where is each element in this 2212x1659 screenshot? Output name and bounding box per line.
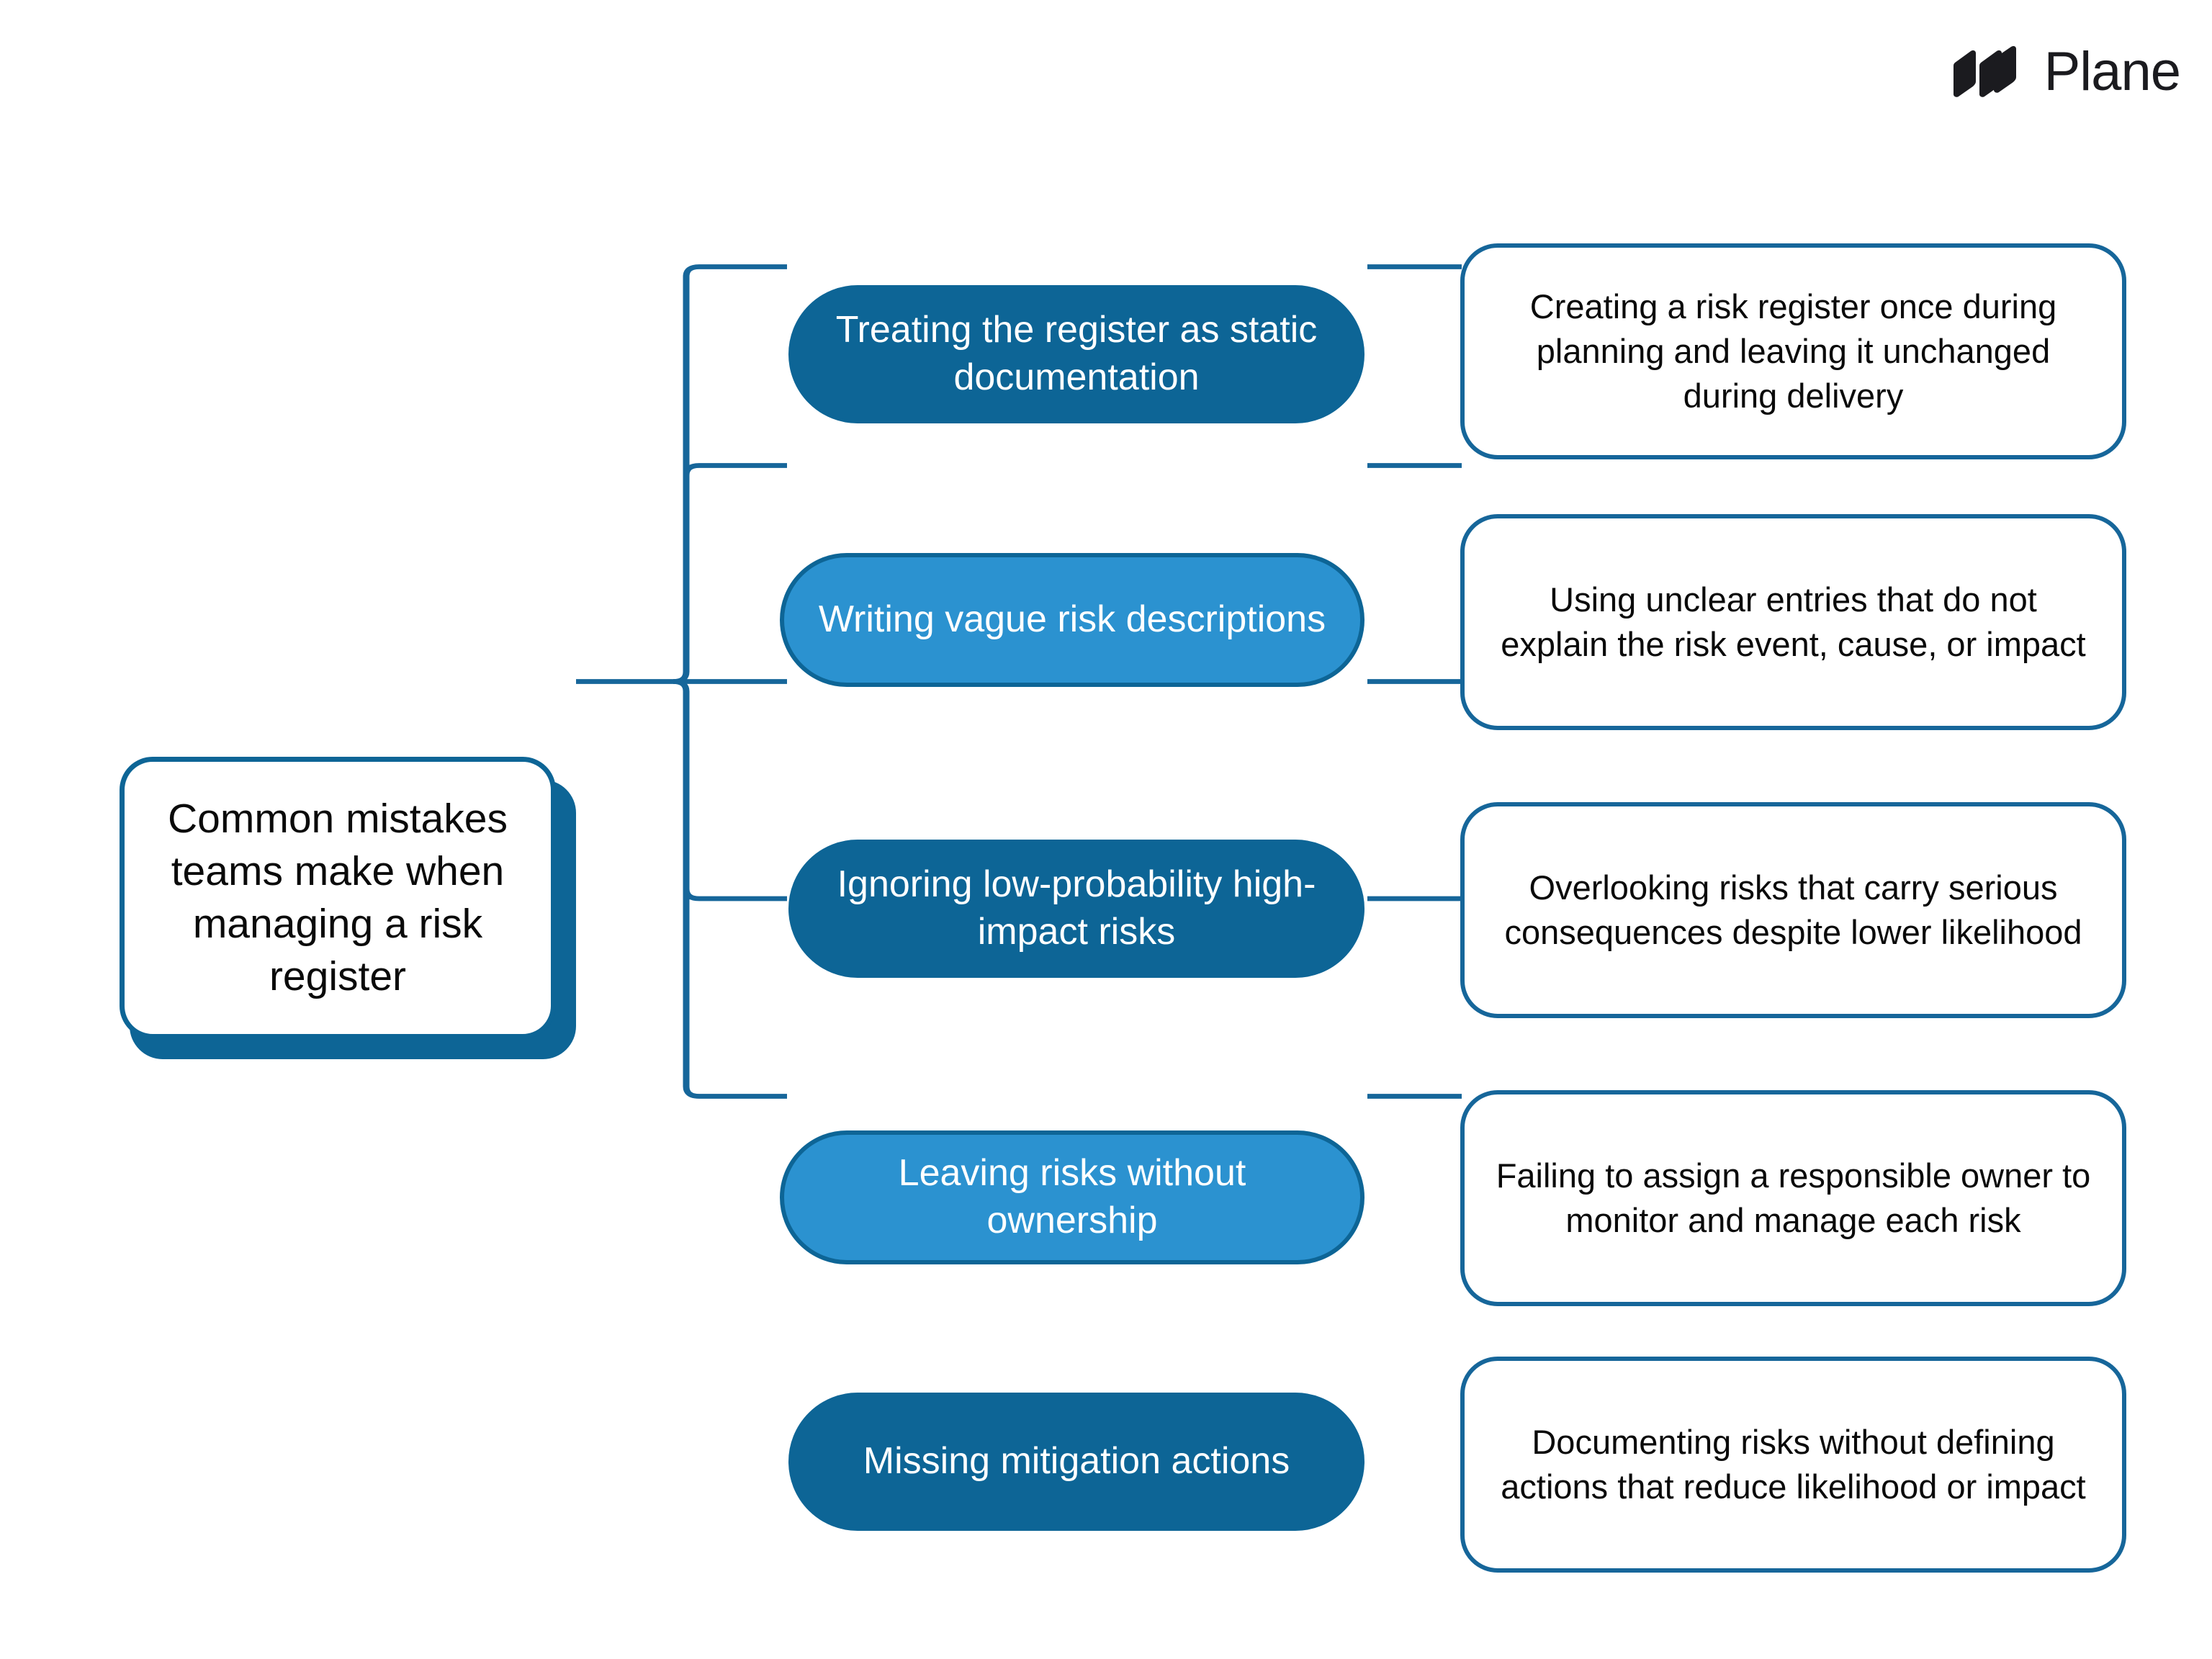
branch-node-label: Ignoring low-probability high-impact ris… xyxy=(837,863,1316,953)
root-node-card: Common mistakes teams make when managing… xyxy=(120,757,556,1039)
leaf-card-static-documentation[interactable]: Creating a risk register once during pla… xyxy=(1460,243,2126,459)
leaf-card-no-ownership[interactable]: Failing to assign a responsible owner to… xyxy=(1460,1090,2126,1306)
branch-node-low-probability-high-impact[interactable]: Ignoring low-probability high-impact ris… xyxy=(788,840,1364,978)
connector-branch-4 xyxy=(683,889,787,902)
branch-node-missing-mitigation[interactable]: Missing mitigation actions xyxy=(788,1393,1364,1531)
connector-branch-1 xyxy=(673,264,787,684)
branch-node-label: Missing mitigation actions xyxy=(863,1440,1290,1483)
branch-node-vague-descriptions[interactable]: Writing vague risk descriptions xyxy=(780,553,1364,687)
leaf-card-text: Documenting risks without defining actio… xyxy=(1501,1422,2086,1506)
branch-node-label: Writing vague risk descriptions xyxy=(818,598,1326,641)
brand-name: Plane xyxy=(2044,41,2181,102)
connector-branch-2 xyxy=(683,463,787,476)
leaf-card-low-probability-high-impact[interactable]: Overlooking risks that carry serious con… xyxy=(1460,802,2126,1018)
branch-node-label: Treating the register as static document… xyxy=(835,309,1318,398)
leaf-card-text: Overlooking risks that carry serious con… xyxy=(1504,868,2082,951)
leaf-card-text: Creating a risk register once during pla… xyxy=(1529,287,2057,415)
leaf-card-vague-descriptions[interactable]: Using unclear entries that do not explai… xyxy=(1460,514,2126,730)
plane-logo-icon xyxy=(1953,46,2016,97)
root-node[interactable]: Common mistakes teams make when managing… xyxy=(120,757,576,1059)
root-node-label: Common mistakes teams make when managing… xyxy=(168,796,508,999)
branch-node-no-ownership[interactable]: Leaving risks without ownership xyxy=(780,1130,1364,1264)
connector-branch-5 xyxy=(673,679,787,1099)
branch-node-static-documentation[interactable]: Treating the register as static document… xyxy=(788,285,1364,423)
leaf-card-text: Failing to assign a responsible owner to… xyxy=(1496,1156,2091,1239)
leaf-card-text: Using unclear entries that do not explai… xyxy=(1501,580,2086,663)
branch-node-label: Leaving risks without ownership xyxy=(898,1152,1246,1241)
leaf-card-missing-mitigation[interactable]: Documenting risks without defining actio… xyxy=(1460,1357,2126,1573)
brand-lockup: Plane xyxy=(1953,37,2181,107)
